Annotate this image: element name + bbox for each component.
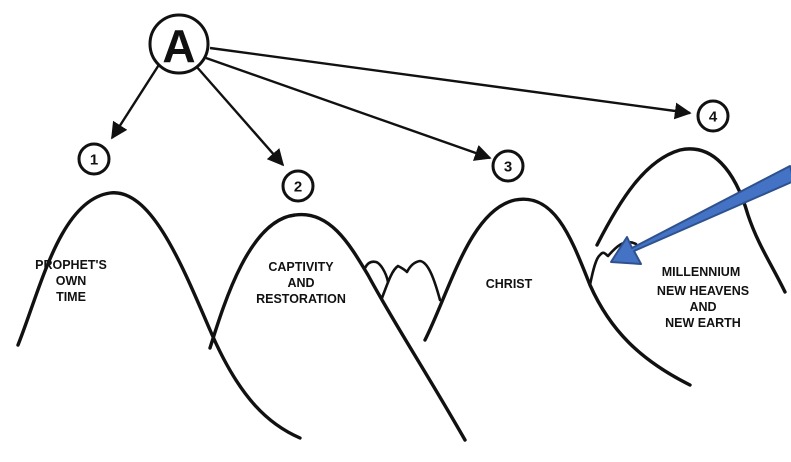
arrow-to-4 xyxy=(209,46,692,120)
small-hill-right xyxy=(588,240,638,287)
mountain-1-label-line-2: OWN xyxy=(56,274,87,288)
source-circle-a: A xyxy=(148,13,210,75)
arrow-to-3 xyxy=(205,56,492,161)
mountain-1-label-line-1: PROPHET'S xyxy=(35,258,107,272)
mountain-4-label-line-4: NEW EARTH xyxy=(665,316,741,330)
mountain-3-label-line-1: CHRIST xyxy=(486,277,533,291)
mountain-4-label-line-2: NEW HEAVENS xyxy=(657,284,749,298)
mountain-3-label: CHRIST xyxy=(486,277,533,291)
mountain-2-label-line-3: RESTORATION xyxy=(256,292,346,306)
mountain-2-label-line-2: AND xyxy=(287,276,314,290)
mountain-1 xyxy=(16,191,302,440)
number-1: 1 xyxy=(90,152,98,169)
arrow-to-1 xyxy=(110,59,164,140)
arrows xyxy=(110,46,692,167)
small-hills-middle xyxy=(363,259,442,302)
mountain-1-label: PROPHET'S OWN TIME xyxy=(35,258,107,304)
number-circle-1: 1 xyxy=(77,142,111,176)
number-circle-3: 3 xyxy=(491,149,525,183)
mountain-2-label: CAPTIVITY AND RESTORATION xyxy=(256,260,346,306)
mountain-4-label-line-3: AND xyxy=(689,300,716,314)
number-circle-2: 2 xyxy=(281,169,315,203)
mountain-4 xyxy=(595,147,787,294)
number-circle-4: 4 xyxy=(696,99,730,133)
number-3: 3 xyxy=(504,159,512,176)
mountain-4-label-line-1: MILLENNIUM xyxy=(662,265,740,279)
mountain-3 xyxy=(423,197,692,387)
number-2: 2 xyxy=(294,179,302,196)
arrow-to-2 xyxy=(195,65,285,167)
source-label: A xyxy=(162,20,195,72)
number-4: 4 xyxy=(709,109,718,126)
mountain-2-label-line-1: CAPTIVITY xyxy=(268,260,334,274)
pointer-arrow xyxy=(610,165,791,265)
mountain-4-label: MILLENNIUM NEW HEAVENS AND NEW EARTH xyxy=(657,265,749,330)
mountain-2 xyxy=(208,212,467,442)
mountain-1-label-line-3: TIME xyxy=(56,290,86,304)
